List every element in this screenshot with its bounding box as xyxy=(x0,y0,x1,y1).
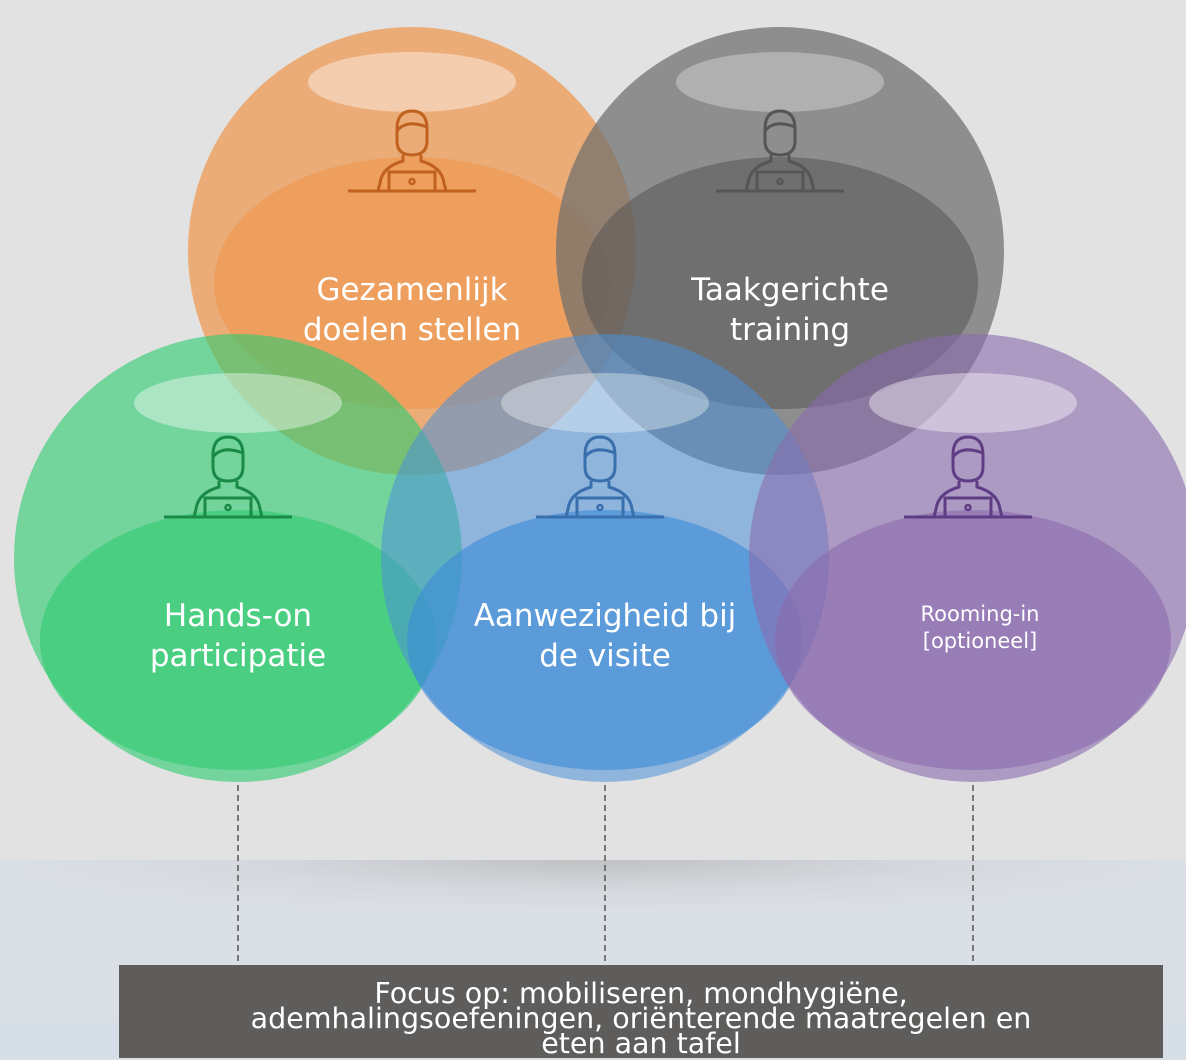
focus-text: Focus op: mobiliseren, mondhygiëne, adem… xyxy=(250,977,1032,1060)
circle-hands-on xyxy=(14,334,462,782)
label-rooming-in: Rooming-in [optioneel] xyxy=(920,602,1040,654)
label-aanwezigheid: Aanwezigheid bij de visite xyxy=(473,598,737,675)
label-hands-on: Hands-on participatie xyxy=(149,598,327,675)
focus-box: Focus op: mobiliseren, mondhygiëne, adem… xyxy=(119,965,1163,1058)
label-gezamenlijk: Gezamenlijk doelen stellen xyxy=(302,272,522,349)
circle-rooming-in xyxy=(749,334,1186,782)
circle-aanwezigheid xyxy=(381,334,829,782)
label-taakgericht: Taakgerichte training xyxy=(691,272,889,349)
floor-shadow xyxy=(30,860,1156,910)
